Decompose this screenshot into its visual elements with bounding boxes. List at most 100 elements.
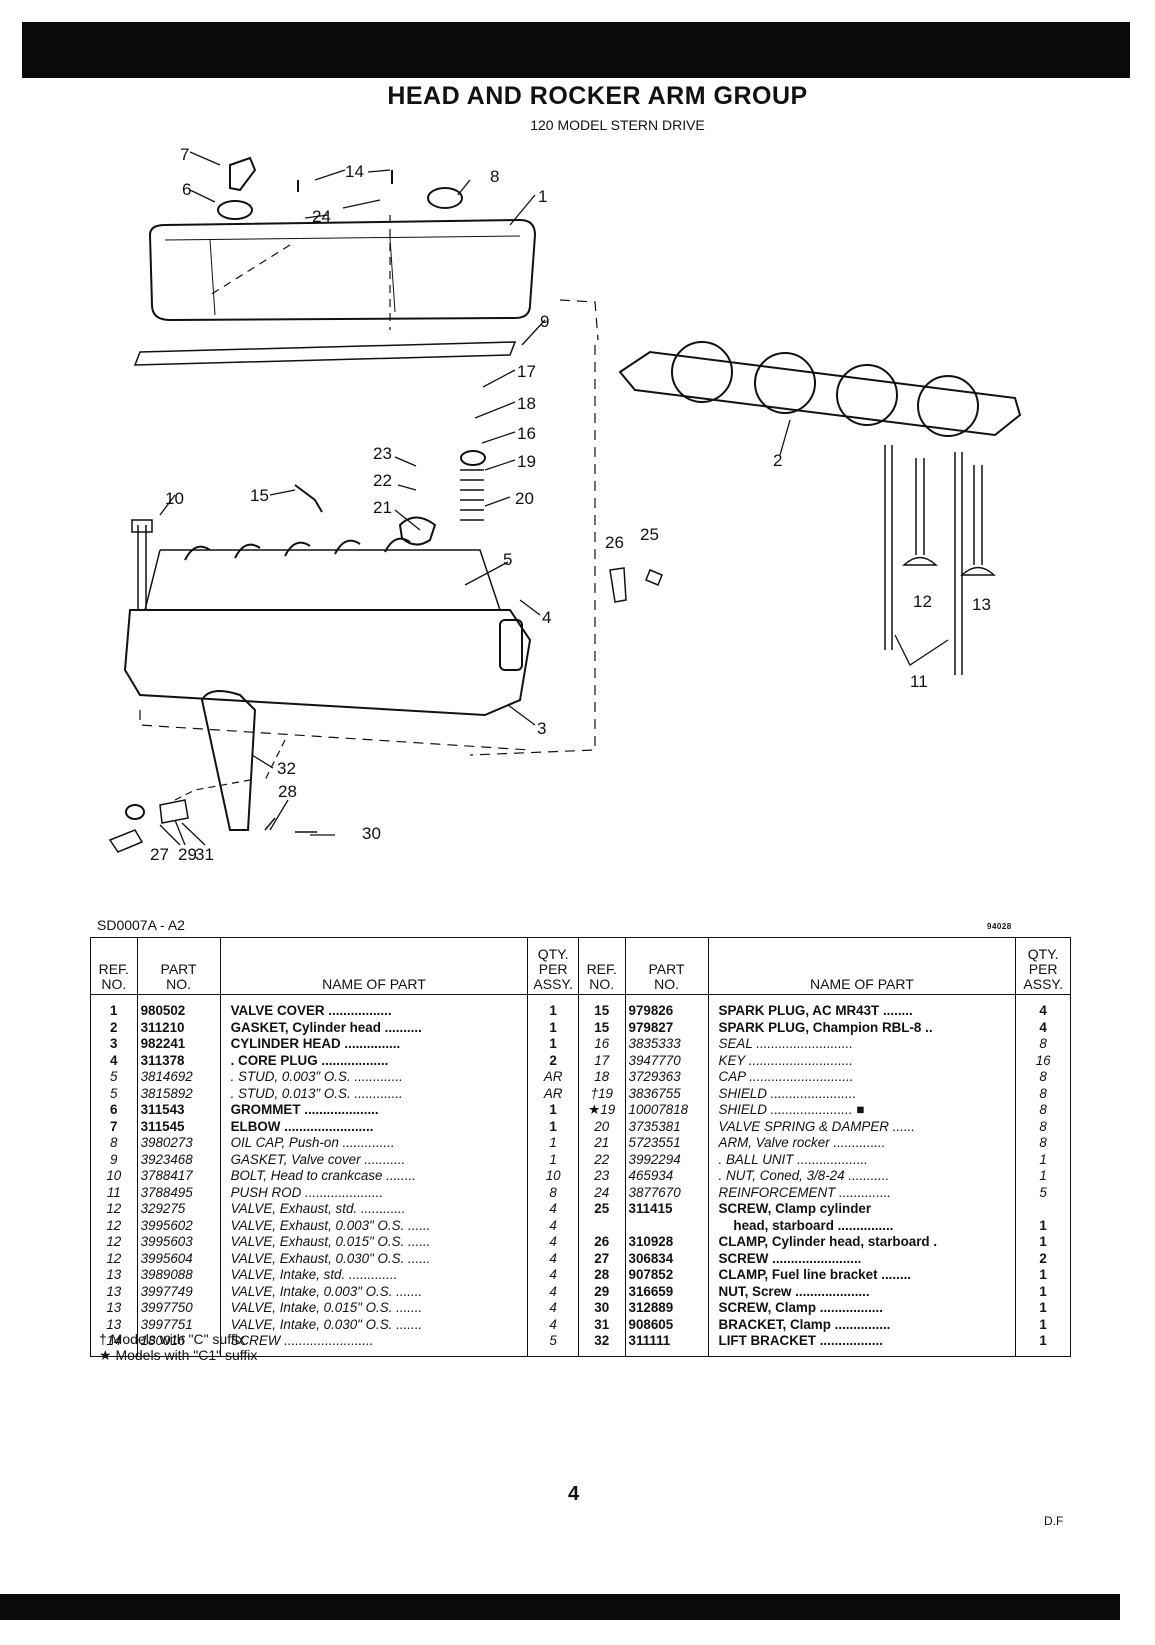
cell-ref: 18: [577, 1069, 626, 1086]
callout-2: 2: [773, 451, 782, 470]
cell-name: VALVE, Intake, 0.003" O.S. .......: [219, 1283, 529, 1300]
cell-name: GASKET, Cylinder head ..........: [219, 1019, 529, 1036]
cell-ref: 5: [90, 1069, 138, 1086]
cell-part: 3989088: [136, 1267, 221, 1284]
cell-name: . BALL UNIT ...................: [707, 1151, 1017, 1168]
callout-27: 27: [150, 845, 169, 864]
cell-qty: 1: [527, 1135, 579, 1152]
cell-part: 465934: [624, 1168, 709, 1185]
cell-part: 3995603: [136, 1234, 221, 1251]
cell-part: 3980273: [136, 1135, 221, 1152]
cylinder-head: [123, 609, 532, 717]
cell-ref: 1: [90, 994, 138, 1020]
cell-name: SCREW ........................: [219, 1333, 529, 1357]
callout-24: 24: [312, 207, 331, 226]
cell-part: 306834: [624, 1250, 709, 1267]
cell-ref: 8: [90, 1135, 138, 1152]
callout-18: 18: [517, 394, 536, 413]
cell-part: 3997751: [136, 1316, 221, 1333]
cell-ref: 25: [577, 1201, 626, 1218]
cell-part: 310928: [624, 1234, 709, 1251]
cell-ref: 3: [90, 1036, 138, 1053]
callout-1: 1: [538, 187, 547, 206]
cell-part: 311111: [624, 1333, 709, 1357]
cell-name: SHIELD .......................: [707, 1085, 1017, 1102]
cell-qty: 4: [1015, 1019, 1071, 1036]
cell-qty: 1: [527, 1036, 579, 1053]
cell-qty: 1: [527, 1118, 579, 1135]
cell-name: . STUD, 0.003" O.S. .............: [219, 1069, 529, 1086]
cell-qty: 1: [1015, 1151, 1071, 1168]
cell-name: GASKET, Valve cover ...........: [219, 1151, 529, 1168]
callout-17: 17: [517, 362, 536, 381]
cell-part: 5723551: [624, 1135, 709, 1152]
callout-8: 8: [490, 167, 499, 186]
cell-part: 329275: [136, 1201, 221, 1218]
cell-part: 3788417: [136, 1168, 221, 1185]
cell-ref: 13: [90, 1267, 138, 1284]
cell-ref: 13: [90, 1300, 138, 1317]
page-title: HEAD AND ROCKER ARM GROUP: [387, 82, 808, 110]
page-number: 4: [568, 1483, 580, 1505]
cell-ref: 6: [90, 1102, 138, 1119]
cell-qty: 4: [527, 1283, 579, 1300]
callout-21: 21: [373, 498, 392, 517]
lift-bracket: [200, 690, 257, 831]
cell-name: CLAMP, Fuel line bracket ........: [707, 1267, 1017, 1284]
cell-name: GROMMET ....................: [219, 1102, 529, 1119]
cell-qty: 4: [527, 1234, 579, 1251]
cell-part: 3836755: [624, 1085, 709, 1102]
cell-part: 311415: [624, 1201, 709, 1218]
cell-qty: 8: [1015, 1069, 1071, 1086]
cell-ref: 12: [90, 1250, 138, 1267]
cell-ref: 9: [90, 1151, 138, 1168]
cell-ref: 12: [90, 1201, 138, 1218]
cell-qty: 4: [527, 1267, 579, 1284]
cell-name: NUT, Screw ....................: [707, 1283, 1017, 1300]
cell-qty: 4: [527, 1316, 579, 1333]
cell-part: 3788495: [136, 1184, 221, 1201]
cell-part: 980502: [136, 994, 221, 1020]
cell-ref: 5: [90, 1085, 138, 1102]
cell-name: VALVE, Exhaust, 0.003" O.S. ......: [219, 1217, 529, 1234]
page-code: D.F: [1044, 1514, 1064, 1528]
cell-qty: 1: [527, 1102, 579, 1119]
cell-part: 3947770: [624, 1052, 709, 1069]
cell-ref: [577, 1217, 626, 1234]
cell-part: 3835333: [624, 1036, 709, 1053]
footnote-c-suffix: † Models with "C" suffix: [99, 1331, 245, 1347]
callout-14: 14: [345, 162, 364, 181]
cell-name: SPARK PLUG, AC MR43T ........: [707, 994, 1017, 1020]
cell-part: 3814692: [136, 1069, 221, 1086]
cell-part: 979826: [624, 994, 709, 1020]
cell-name: . STUD, 0.013" O.S. .............: [219, 1085, 529, 1102]
cell-qty: 2: [527, 1052, 579, 1069]
cell-qty: 1: [1015, 1234, 1071, 1251]
callout-13: 13: [972, 595, 991, 614]
cell-ref: 13: [90, 1283, 138, 1300]
cell-qty: 8: [1015, 1085, 1071, 1102]
callout-23: 23: [373, 444, 392, 463]
callout-22: 22: [373, 471, 392, 490]
cell-qty: 1: [527, 1019, 579, 1036]
cell-qty: 8: [1015, 1135, 1071, 1152]
cell-ref: 15: [577, 1019, 626, 1036]
cell-qty: 1: [1015, 1300, 1071, 1317]
cell-qty: 8: [1015, 1036, 1071, 1053]
valve-cover-gasket: [133, 341, 517, 366]
callout-28: 28: [278, 782, 297, 801]
cell-name: SHIELD ...................... ■: [707, 1102, 1017, 1119]
figure-code: SD0007A - A2: [97, 917, 185, 933]
head-gasket: [618, 350, 1022, 437]
cell-qty: 8: [1015, 1118, 1071, 1135]
page-subtitle: 120 MODEL STERN DRIVE: [530, 117, 705, 133]
